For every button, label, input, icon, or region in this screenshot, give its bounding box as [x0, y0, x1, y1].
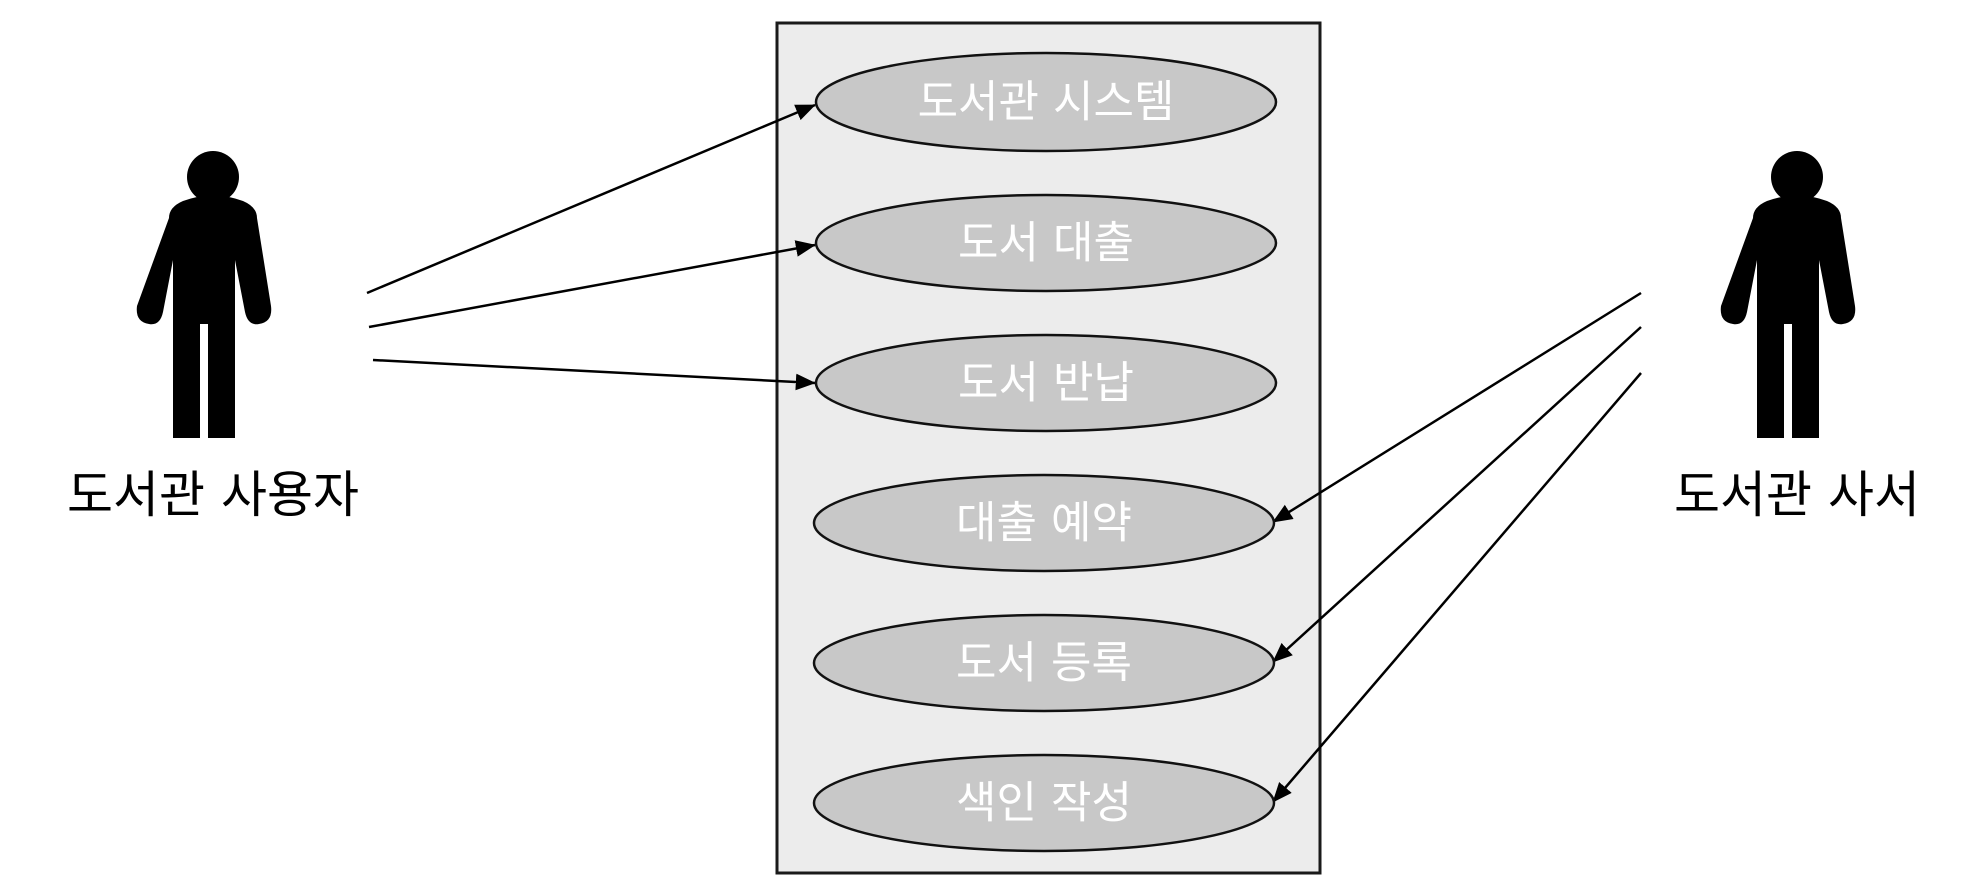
use-case-5: 도서 등록 — [812, 613, 1276, 713]
use-case-4: 대출 예약 — [812, 473, 1276, 573]
actor-librarian: 도서관 사서 — [1674, 151, 1920, 524]
use-case-6: 색인 작성 — [812, 753, 1276, 853]
association-librarian-to-use-case-4 — [1272, 291, 1642, 524]
system-boundary — [775, 21, 1322, 875]
use-case-2: 도서 대출 — [814, 193, 1278, 293]
use-case-ellipse — [812, 753, 1276, 853]
use-case-ellipse — [814, 333, 1278, 433]
person-icon — [1720, 151, 1856, 438]
use-case-ellipse — [814, 193, 1278, 293]
use-case-label: 도서 반납 — [958, 358, 1134, 409]
use-case-label: 색인 작성 — [956, 778, 1132, 829]
use-case-ellipse — [812, 473, 1276, 573]
actor-label: 도서관 사용자 — [67, 466, 359, 524]
use-case-ellipse — [812, 613, 1276, 713]
use-case-ellipse — [814, 51, 1278, 153]
use-case-label: 도서 등록 — [956, 638, 1132, 689]
use-case-label: 도서관 시스템 — [918, 77, 1175, 128]
use-case-1: 도서관 시스템 — [814, 51, 1278, 153]
use-case-3: 도서 반납 — [814, 333, 1278, 433]
association-librarian-to-use-case-5 — [1272, 326, 1642, 663]
association-user-to-use-case-3 — [372, 358, 816, 391]
actor-label: 도서관 사서 — [1674, 466, 1920, 524]
actor-user: 도서관 사용자 — [67, 151, 359, 524]
association-librarian-to-use-case-6 — [1272, 372, 1642, 803]
association-user-to-use-case-1 — [366, 103, 816, 295]
association-user-to-use-case-2 — [368, 240, 816, 329]
person-icon — [136, 151, 272, 438]
use-case-label: 대출 예약 — [956, 498, 1132, 549]
associations — [366, 103, 1642, 803]
use-case-label: 도서 대출 — [958, 218, 1134, 269]
